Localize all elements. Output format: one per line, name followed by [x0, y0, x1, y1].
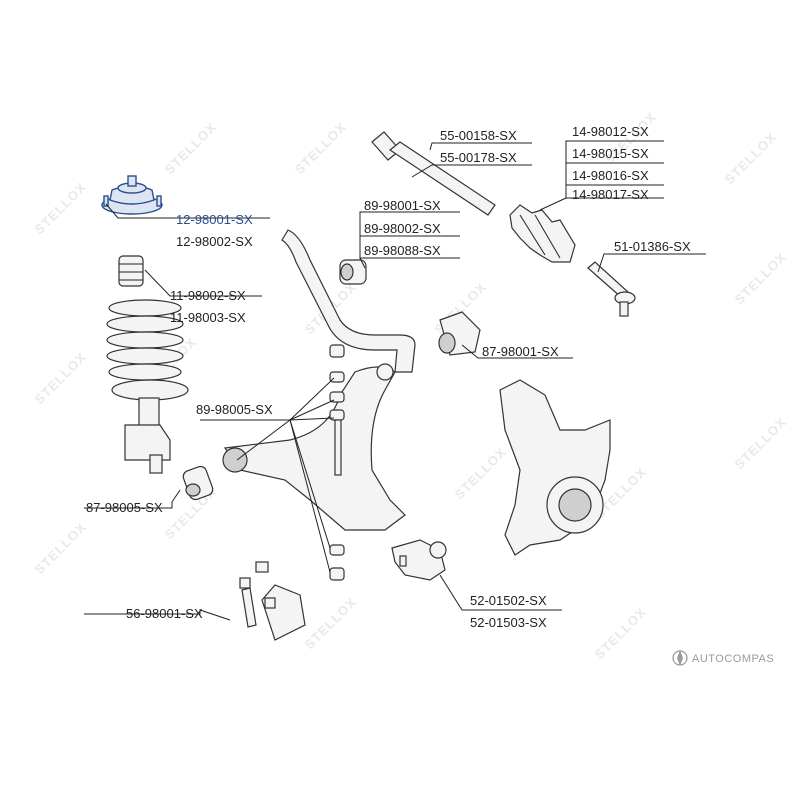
brand-logo: AUTOCOMPAS — [672, 650, 774, 666]
stabilizer-bolt-stack — [329, 344, 345, 581]
label-arm-bushing-rear[interactable]: 87-98005-SX — [86, 500, 163, 515]
label-stab-bushing-2[interactable]: 89-98002-SX — [364, 221, 441, 236]
brand-text: AUTOCOMPAS — [692, 653, 774, 665]
watermark: STELLOX — [292, 119, 350, 177]
ball-joint — [391, 539, 447, 581]
stabilizer-bar — [281, 229, 416, 373]
label-tie-rod-end[interactable]: 51-01386-SX — [614, 239, 691, 254]
label-bump-stop-alt[interactable]: 11-98003-SX — [170, 310, 246, 325]
watermark: STELLOX — [732, 249, 790, 307]
stabilizer-link — [239, 561, 306, 641]
steering-boot — [509, 204, 576, 263]
label-tie-rod[interactable]: 55-00158-SX — [440, 128, 517, 143]
bump-stop — [118, 255, 144, 287]
watermark: STELLOX — [32, 179, 90, 237]
watermark: STELLOX — [162, 119, 220, 177]
label-boot-4[interactable]: 14-98017-SX — [572, 187, 649, 202]
watermark: STELLOX — [732, 414, 790, 472]
label-boot-1[interactable]: 14-98012-SX — [572, 124, 649, 139]
label-ball-joint-alt[interactable]: 52-01503-SX — [470, 615, 547, 630]
strut-mount — [101, 175, 163, 215]
coil-spring-strut — [106, 299, 189, 474]
label-stab-bolt-bushing[interactable]: 89-98005-SX — [196, 402, 273, 417]
leader-lines — [84, 140, 706, 621]
stabilizer-bushing — [339, 259, 367, 285]
label-tie-rod-alt[interactable]: 55-00178-SX — [440, 150, 517, 165]
label-boot-2[interactable]: 14-98015-SX — [572, 146, 649, 161]
label-strut-mount[interactable]: 12-98001-SX — [176, 212, 253, 227]
lower-control-arm — [222, 363, 406, 531]
label-boot-3[interactable]: 14-98016-SX — [572, 168, 649, 183]
watermark: STELLOX — [302, 594, 360, 652]
watermark: STELLOX — [592, 604, 650, 662]
tie-rod-end — [587, 261, 636, 317]
watermark: STELLOX — [32, 519, 90, 577]
arm-bushing-rear — [182, 465, 214, 501]
label-arm-bushing-front[interactable]: 87-98001-SX — [482, 344, 559, 359]
compass-icon — [672, 650, 688, 666]
label-bump-stop[interactable]: 11-98002-SX — [170, 288, 246, 303]
watermark: STELLOX — [32, 349, 90, 407]
arm-bushing-front — [438, 311, 481, 356]
label-stab-bushing-1[interactable]: 89-98001-SX — [364, 198, 441, 213]
watermark: STELLOX — [452, 444, 510, 502]
label-ball-joint[interactable]: 52-01502-SX — [470, 593, 547, 608]
label-strut-mount-alt[interactable]: 12-98002-SX — [176, 234, 253, 249]
part-labels: 12-98001-SX 12-98002-SX 11-98002-SX 11-9… — [86, 124, 691, 630]
label-stab-bushing-3[interactable]: 89-98088-SX — [364, 243, 441, 258]
label-stabilizer-link[interactable]: 56-98001-SX — [126, 606, 203, 621]
watermark: STELLOX — [722, 129, 780, 187]
steering-knuckle — [499, 379, 611, 556]
tie-rod — [371, 131, 496, 216]
